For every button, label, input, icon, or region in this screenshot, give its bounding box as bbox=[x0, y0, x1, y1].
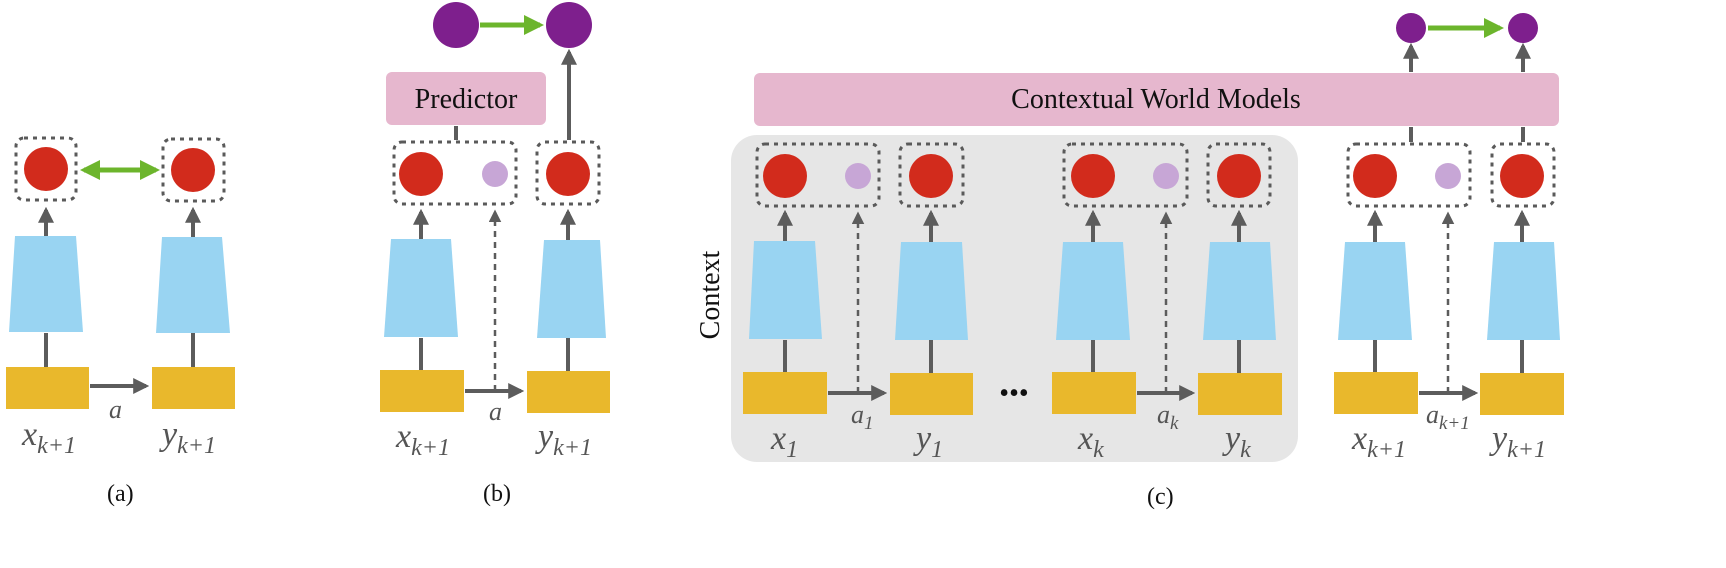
x-label: xk+1 bbox=[395, 418, 450, 461]
latent-x bbox=[399, 152, 443, 196]
latent-x bbox=[1353, 154, 1397, 198]
action-label: ak+1 bbox=[1426, 400, 1470, 434]
x-label: x1 bbox=[770, 420, 798, 463]
prediction-node-left bbox=[1396, 13, 1426, 43]
ellipsis: ••• bbox=[999, 378, 1028, 409]
observation-x-box bbox=[743, 372, 827, 414]
query-pair: ak+1 xk+1 yk+1 bbox=[1334, 142, 1564, 463]
observation-x-box bbox=[1334, 372, 1418, 414]
encoder-x bbox=[1338, 242, 1412, 340]
x-label: xk+1 bbox=[1351, 420, 1406, 463]
latent-y bbox=[1500, 154, 1544, 198]
latent-y bbox=[546, 152, 590, 196]
observation-x-box bbox=[6, 367, 89, 409]
caption-c: (c) bbox=[1147, 484, 1174, 510]
y-label: yk+1 bbox=[159, 416, 216, 459]
panel-a: a xk+1 yk+1 (a) bbox=[6, 136, 235, 507]
context-background bbox=[731, 135, 1298, 462]
observation-x-box bbox=[1052, 372, 1136, 414]
encoder-x bbox=[1056, 242, 1130, 340]
observation-y-box bbox=[527, 371, 610, 413]
latent-y-frame bbox=[1490, 142, 1556, 208]
caption-a: (a) bbox=[107, 481, 134, 507]
x-label: xk+1 bbox=[21, 416, 76, 459]
observation-y-box bbox=[890, 373, 973, 415]
encoder-y bbox=[537, 240, 606, 338]
action-latent bbox=[482, 161, 508, 187]
panel-c: Context Contextual World Models bbox=[695, 13, 1564, 510]
encoder-x bbox=[9, 236, 83, 332]
contextual-world-models-box bbox=[754, 73, 1559, 126]
predictor-label: Predictor bbox=[415, 84, 518, 115]
latent-y-frame bbox=[535, 140, 601, 206]
encoder-x bbox=[749, 241, 822, 339]
action-latent bbox=[1153, 163, 1179, 189]
action-label: a bbox=[489, 397, 502, 426]
prediction-node-left bbox=[433, 2, 479, 48]
latent-y bbox=[1217, 154, 1261, 198]
observation-y-box bbox=[1480, 373, 1564, 415]
observation-y-box bbox=[1198, 373, 1282, 415]
latent-action-frame bbox=[392, 140, 518, 206]
action-latent bbox=[1435, 163, 1461, 189]
y-label: yk+1 bbox=[1489, 420, 1546, 463]
action-label: ak bbox=[1157, 400, 1179, 434]
latent-action-frame bbox=[1346, 142, 1472, 208]
encoder-y bbox=[895, 242, 968, 340]
prediction-node-right bbox=[546, 2, 592, 48]
caption-b: (b) bbox=[483, 481, 511, 507]
latent-y-frame bbox=[161, 137, 226, 203]
latent-action-frame bbox=[755, 142, 881, 208]
panel-b: Predictor a xk+1 yk+1 (b) bbox=[380, 2, 610, 507]
y-label: yk+1 bbox=[535, 418, 592, 461]
latent-y-frame bbox=[898, 142, 965, 208]
context-pair-k: ak xk yk bbox=[1052, 142, 1282, 463]
context-label: Context bbox=[695, 250, 726, 339]
contextual-world-models-label: Contextual World Models bbox=[1011, 84, 1301, 115]
action-latent bbox=[845, 163, 871, 189]
y-label: yk bbox=[1222, 420, 1251, 463]
latent-y bbox=[909, 154, 953, 198]
prediction-node-right bbox=[1508, 13, 1538, 43]
latent-x bbox=[763, 154, 807, 198]
observation-y-box bbox=[152, 367, 235, 409]
encoder-y bbox=[1487, 242, 1560, 340]
context-pair-1: a1 x1 y1 bbox=[743, 142, 973, 463]
latent-x bbox=[1071, 154, 1115, 198]
latent-y bbox=[171, 148, 215, 192]
latent-y-frame bbox=[1206, 142, 1272, 208]
observation-x-box bbox=[380, 370, 464, 412]
encoder-y bbox=[156, 237, 230, 333]
latent-x bbox=[24, 147, 68, 191]
encoder-x bbox=[384, 239, 458, 337]
action-label: a bbox=[109, 395, 122, 424]
y-label: y1 bbox=[913, 420, 943, 463]
predictor-box bbox=[386, 72, 546, 125]
latent-x-frame bbox=[14, 136, 78, 202]
encoder-y bbox=[1203, 242, 1276, 340]
x-label: xk bbox=[1077, 420, 1104, 463]
action-label: a1 bbox=[851, 400, 874, 434]
